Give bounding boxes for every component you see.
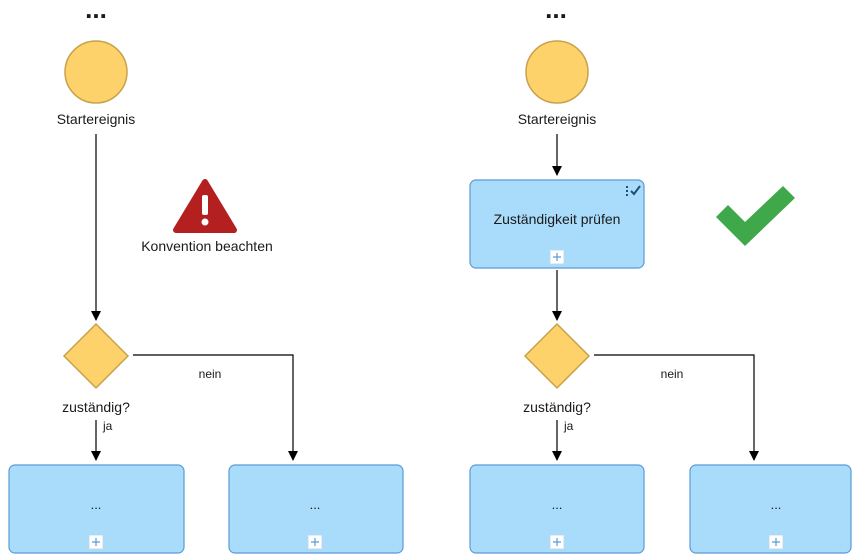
ellipsis-left: ...	[85, 0, 107, 24]
flow-no-right	[594, 354, 759, 461]
plus-icon[interactable]	[88, 534, 104, 550]
plus-icon[interactable]	[768, 534, 784, 550]
gateway-label-left: zuständig?	[62, 399, 130, 415]
start-event-left[interactable]	[64, 40, 128, 104]
no-label-right: nein	[661, 367, 684, 381]
gateway-label-right: zuständig?	[523, 399, 591, 415]
yes-label-left: ja	[102, 419, 113, 433]
task-label: ...	[310, 497, 321, 512]
gateway-right[interactable]	[523, 322, 591, 390]
plus-icon[interactable]	[549, 534, 565, 550]
no-label-left: nein	[199, 367, 222, 381]
task-label: ...	[771, 497, 782, 512]
start-label-right: Startereignis	[518, 111, 597, 127]
start-event-right[interactable]	[525, 40, 589, 104]
flow-no-left	[133, 354, 298, 461]
checklist-icon	[626, 185, 641, 196]
task-right-1[interactable]: ...	[469, 464, 645, 554]
warning-triangle-icon	[173, 179, 237, 233]
task-left-1[interactable]: ...	[8, 464, 185, 554]
task-right-2[interactable]: ...	[689, 464, 852, 554]
ellipsis-right: ...	[545, 0, 567, 24]
task-label: Zuständigkeit prüfen	[494, 211, 621, 227]
warning-text: Konvention beachten	[141, 238, 273, 254]
task-left-2[interactable]: ...	[228, 464, 404, 554]
start-label-left: Startereignis	[57, 111, 136, 127]
task-check-responsibility[interactable]: Zuständigkeit prüfen	[469, 179, 645, 269]
plus-icon[interactable]	[307, 534, 323, 550]
gateway-left[interactable]	[62, 322, 130, 390]
checkmark-icon	[716, 186, 795, 246]
task-label: ...	[91, 497, 102, 512]
yes-label-right: ja	[563, 419, 574, 433]
plus-icon[interactable]	[549, 249, 565, 265]
task-label: ...	[552, 497, 563, 512]
